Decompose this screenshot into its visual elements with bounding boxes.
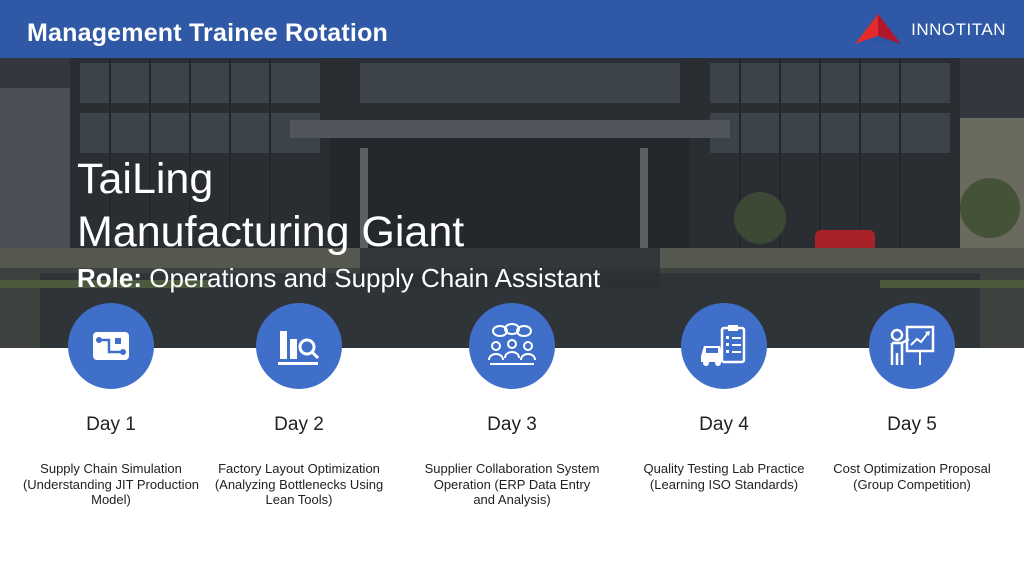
day-card-3: Day 3 Supplier Collaboration System Oper… [412,303,612,508]
team-meeting-icon [488,323,536,365]
role-line: Role: Operations and Supply Chain Assist… [77,263,600,294]
hero-banner: TaiLing Manufacturing Giant Role: Operat… [0,58,1024,348]
day-card-1: Day 1 Supply Chain Simulation (Understan… [11,303,211,508]
day-4-description: Quality Testing Lab Practice (Learning I… [643,461,805,492]
day-3-icon-circle [469,303,555,389]
role-value: Operations and Supply Chain Assistant [142,263,601,293]
bar-chart-magnifier-icon [278,331,320,365]
brand-logo: INNOTITAN [855,14,1006,46]
factory-building-photo [0,58,1024,348]
day-2-icon-circle [256,303,342,389]
role-label: Role: [77,263,142,293]
day-2-label: Day 2 [274,414,324,435]
company-title: TaiLing Manufacturing Giant [77,153,464,259]
day-4-label: Day 4 [699,414,749,435]
company-title-line2: Manufacturing Giant [77,208,465,256]
day-5-description: Cost Optimization Proposal (Group Compet… [833,461,991,492]
car-checklist-icon [701,325,746,366]
day-3-label: Day 3 [487,414,537,435]
day-4-icon-circle [681,303,767,389]
day-card-5: Day 5 Cost Optimization Proposal (Group … [812,303,1012,492]
header-bar: Management Trainee Rotation INNOTITAN [0,0,1024,58]
day-1-icon-circle [68,303,154,389]
presentation-icon [890,325,935,365]
day-card-2: Day 2 Factory Layout Optimization (Analy… [199,303,399,508]
day-5-icon-circle [869,303,955,389]
day-2-description: Factory Layout Optimization (Analyzing B… [214,461,384,507]
brand-name: INNOTITAN [911,20,1006,39]
day-1-label: Day 1 [86,414,136,435]
company-title-line1: TaiLing [77,155,214,203]
day-card-4: Day 4 Quality Testing Lab Practice (Lear… [624,303,824,492]
day-1-description: Supply Chain Simulation (Understanding J… [22,461,200,507]
day-5-label: Day 5 [887,414,937,435]
page-title: Management Trainee Rotation [27,19,389,47]
innotitan-logo-icon [855,14,902,44]
day-3-description: Supplier Collaboration System Operation … [424,461,600,507]
circuit-board-icon [93,332,129,360]
